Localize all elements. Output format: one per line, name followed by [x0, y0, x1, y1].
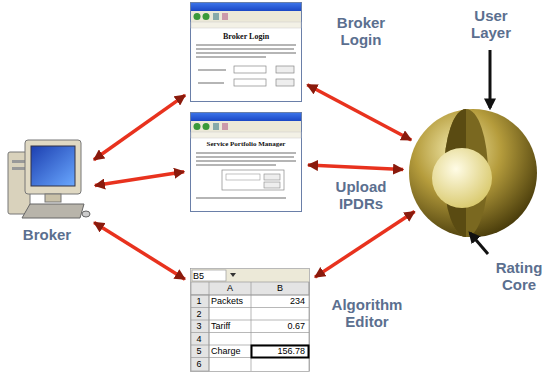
- node-label: Algorithm Editor: [326, 296, 408, 330]
- diagram-node: Service Portfolio ManagerUpload IPDRs: [190, 112, 302, 212]
- table-cell: A: [209, 282, 251, 294]
- double-arrow: [315, 212, 415, 278]
- table-cell: 1: [190, 295, 208, 307]
- node-label: Rating Core: [489, 259, 549, 293]
- node-label: Upload IPDRs: [328, 178, 394, 212]
- computer-icon: [8, 140, 90, 218]
- table-cell: Tariff: [211, 320, 249, 332]
- table-cell: 5: [190, 345, 208, 357]
- double-arrow: [94, 95, 185, 160]
- diagram-node: User LayerRating Core: [409, 109, 537, 237]
- double-arrow: [95, 172, 184, 186]
- table-cell: 4: [190, 333, 208, 345]
- spreadsheet-grid: [191, 269, 310, 372]
- diagram-node: Algorithm EditorB5AB1Packets23423Tariff0…: [190, 268, 310, 372]
- table-cell: 6: [190, 358, 208, 370]
- node-label: User Layer: [459, 7, 523, 41]
- window-title: Service Portfolio Manager: [192, 140, 300, 148]
- node-label: Broker Login: [328, 14, 394, 48]
- node-label: Broker: [5, 226, 89, 243]
- double-arrow: [94, 222, 185, 279]
- browser-window: [191, 113, 302, 212]
- table-cell: 156.78: [253, 345, 305, 357]
- table-cell: Packets: [211, 295, 249, 307]
- leader-arrow: [489, 50, 492, 108]
- diagram-node: Broker LoginBroker Login: [190, 2, 302, 102]
- table-cell: 3: [190, 320, 208, 332]
- table-cell: B5: [193, 270, 223, 282]
- rating-sphere: [409, 109, 537, 237]
- table-cell: 0.67: [253, 320, 305, 332]
- table-cell: B: [251, 282, 309, 294]
- table-cell: Charge: [211, 345, 249, 357]
- browser-window: [191, 3, 302, 102]
- table-cell: 2: [190, 308, 208, 320]
- double-arrow: [308, 165, 403, 170]
- window-title: Broker Login: [192, 32, 300, 41]
- diagram-node: Broker: [5, 138, 89, 248]
- leader-arrow: [470, 233, 488, 254]
- double-arrow: [307, 85, 411, 140]
- table-cell: 234: [253, 295, 305, 307]
